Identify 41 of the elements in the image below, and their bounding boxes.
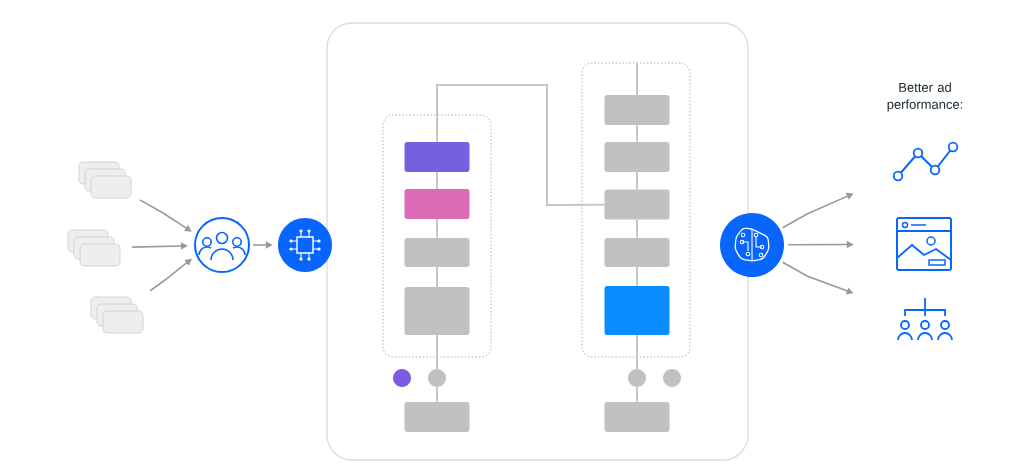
- card-stack-drawing: [78, 161, 132, 199]
- audience-circle: [194, 217, 250, 273]
- dot: [663, 369, 681, 387]
- webpage-icon: [896, 217, 952, 271]
- connector-line: [636, 171, 638, 191]
- connector-line: [436, 84, 606, 206]
- connector-line: [436, 386, 438, 403]
- connector-line: [636, 218, 638, 239]
- card-stack-drawing: [67, 229, 121, 267]
- layer-block: [604, 95, 670, 125]
- layer-block: [404, 189, 470, 219]
- layer-block: [404, 402, 470, 432]
- connector-line: [636, 124, 638, 143]
- layer-block: [404, 287, 470, 335]
- connector-line: [636, 62, 638, 96]
- layer-block: [404, 238, 470, 267]
- line-chart-icon: [892, 141, 959, 182]
- layer-block: [604, 238, 670, 267]
- layer-block: [604, 142, 670, 172]
- connector-line: [436, 218, 438, 239]
- connector-line: [436, 334, 438, 370]
- connector-line: [436, 266, 438, 288]
- layer-block: [604, 402, 670, 432]
- layer-block: [404, 142, 470, 172]
- dot: [428, 369, 446, 387]
- arrow: [139, 199, 192, 232]
- dashed-group: [382, 114, 492, 358]
- dot: [393, 369, 411, 387]
- dashed-group: [581, 62, 691, 358]
- chip-circle: [278, 218, 332, 272]
- brain-circle: [720, 213, 784, 277]
- connector-line: [636, 334, 638, 370]
- org-chart-icon: [897, 297, 953, 341]
- connector-line: [636, 386, 638, 403]
- heading-text: Better ad performance:: [887, 82, 963, 112]
- dot: [628, 369, 646, 387]
- layer-block: [604, 189, 670, 220]
- card-stack-drawing: [90, 296, 144, 334]
- connector-line: [636, 266, 638, 287]
- connector-line: [436, 171, 438, 190]
- layer-block: [604, 286, 670, 335]
